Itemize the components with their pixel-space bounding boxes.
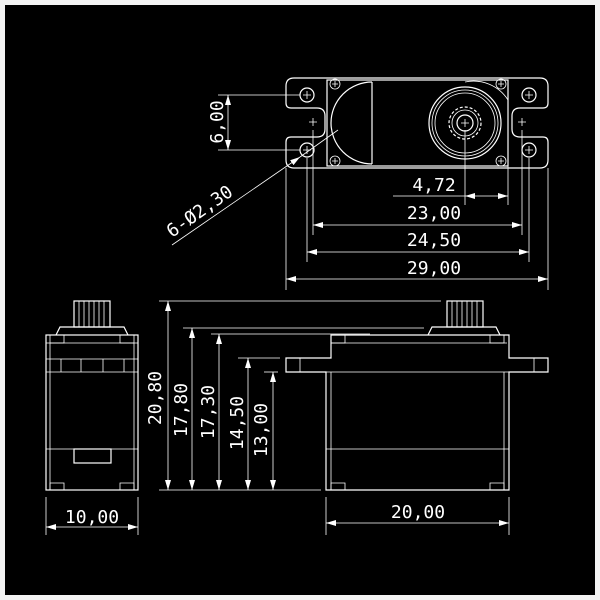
dim-body-length: 20,00 xyxy=(391,502,445,523)
canvas-background xyxy=(5,5,595,595)
dim-mount-hole-spacing: 24,50 xyxy=(407,230,461,251)
dim-height-to-flange-bottom: 13,00 xyxy=(251,403,272,457)
dim-overall-length: 29,00 xyxy=(407,258,461,279)
end-view: 10,00 xyxy=(45,300,139,535)
dim-width: 10,00 xyxy=(65,507,119,528)
dim-screw-hole-spacing: 23,00 xyxy=(407,203,461,224)
dim-output-shaft-offset: 4,72 xyxy=(412,175,455,196)
connector-slot xyxy=(73,448,112,464)
case-screws xyxy=(329,78,507,167)
case-body-top xyxy=(326,79,509,167)
dim-overall-height: 20,80 xyxy=(145,371,166,425)
mount-hole xyxy=(521,87,537,103)
end-view-body xyxy=(45,334,139,491)
side-view: 20,00 xyxy=(285,300,549,535)
case-half-round xyxy=(330,81,373,165)
mount-flange-outline xyxy=(285,77,549,169)
dim-hole-spacing-vertical: 6,00 xyxy=(207,100,228,143)
height-dimensions: 20,80 17,80 17,30 14,50 13,00 xyxy=(145,300,441,491)
dim-height-to-flange-top: 14,50 xyxy=(227,396,248,450)
dim-height-to-cap: 17,80 xyxy=(171,383,192,437)
dim-height-to-case-top: 17,30 xyxy=(198,385,219,439)
